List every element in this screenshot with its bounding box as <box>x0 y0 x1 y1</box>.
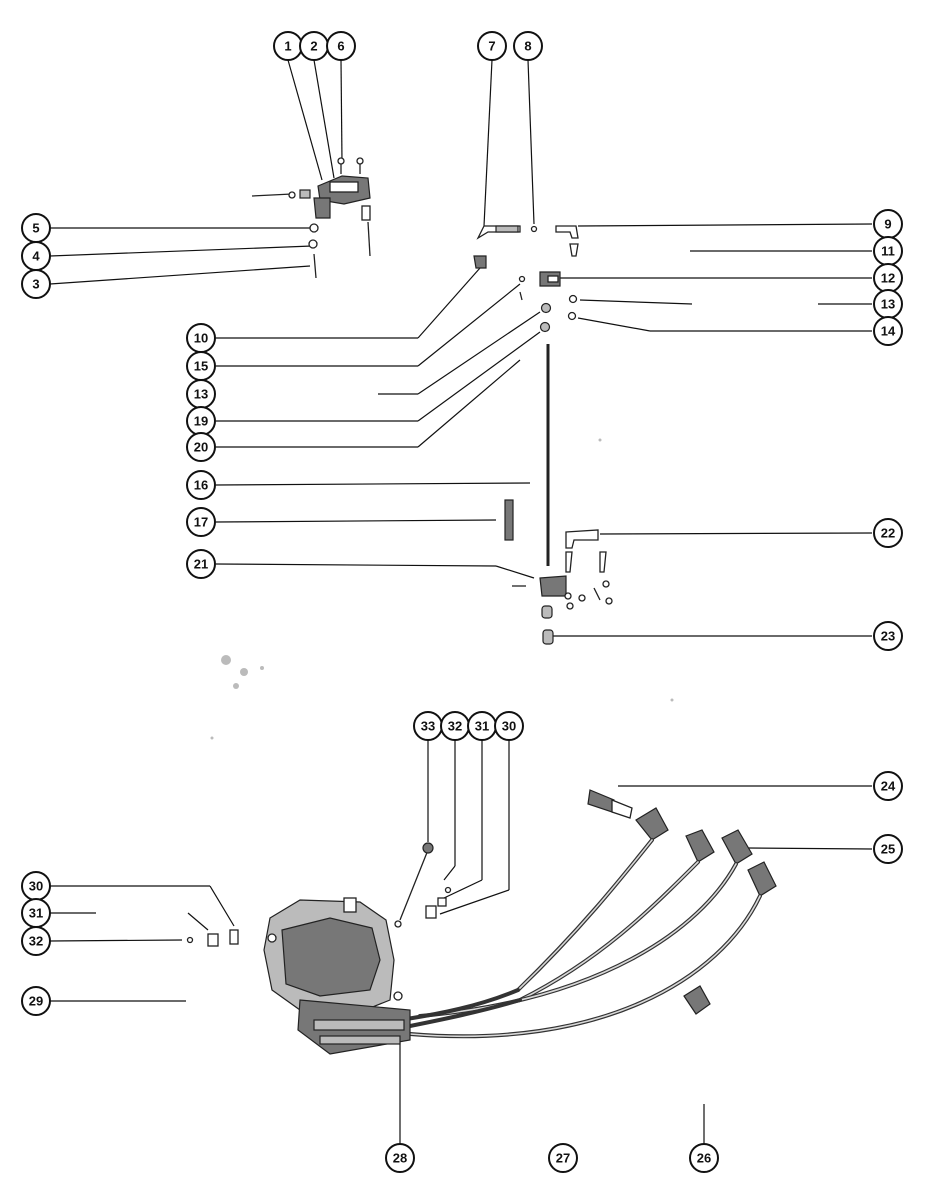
callout-14: 14 <box>873 316 903 346</box>
callout-24-label: 24 <box>881 779 896 794</box>
callout-6: 6 <box>326 31 356 61</box>
callout-11-label: 11 <box>881 244 895 259</box>
callout-33: 33 <box>413 711 443 741</box>
callout-29: 29 <box>21 986 51 1016</box>
callout-11: 11 <box>873 236 903 266</box>
callout-16: 16 <box>186 470 216 500</box>
callout-9: 9 <box>873 209 903 239</box>
callout-32-top: 32 <box>440 711 470 741</box>
callout-20-label: 20 <box>194 440 208 455</box>
callout-5-label: 5 <box>32 221 39 236</box>
callout-22: 22 <box>873 518 903 548</box>
callout-13-right: 13 <box>873 289 903 319</box>
callout-9-label: 9 <box>884 217 891 232</box>
callout-21: 21 <box>186 549 216 579</box>
callout-1: 1 <box>273 31 303 61</box>
callout-25-label: 25 <box>881 842 895 857</box>
callout-8: 8 <box>513 31 543 61</box>
callout-10: 10 <box>186 323 216 353</box>
ignition-wire-group <box>186 789 777 1055</box>
callout-27-label: 27 <box>556 1151 570 1166</box>
callout-29-label: 29 <box>29 994 43 1009</box>
callout-4-label: 4 <box>32 249 40 264</box>
callout-3-label: 3 <box>32 277 39 292</box>
bracket-assembly <box>251 157 371 279</box>
callout-20: 20 <box>186 432 216 462</box>
callout-3: 3 <box>21 269 51 299</box>
callout-1-label: 1 <box>284 39 291 54</box>
callout-31-top-label: 31 <box>475 719 489 734</box>
callout-7-label: 7 <box>488 39 495 54</box>
callout-26-label: 26 <box>697 1151 711 1166</box>
callout-16-label: 16 <box>194 478 208 493</box>
callout-31-left-label: 31 <box>29 906 43 921</box>
callout-5: 5 <box>21 213 51 243</box>
callout-28-label: 28 <box>393 1151 407 1166</box>
callout-23: 23 <box>873 621 903 651</box>
callout-2-label: 2 <box>310 39 317 54</box>
callout-15: 15 <box>186 351 216 381</box>
callout-15-label: 15 <box>194 359 208 374</box>
callout-14-label: 14 <box>881 324 896 339</box>
callout-17-label: 17 <box>194 515 208 530</box>
callout-31-top: 31 <box>467 711 497 741</box>
callout-12: 12 <box>873 263 903 293</box>
callout-26: 26 <box>689 1143 719 1173</box>
callout-32-top-label: 32 <box>448 719 462 734</box>
callout-19-label: 19 <box>194 414 208 429</box>
callout-13-right-label: 13 <box>881 297 895 312</box>
callout-32-left-label: 32 <box>29 934 43 949</box>
callout-13-left: 13 <box>186 379 216 409</box>
callout-10-label: 10 <box>194 331 208 346</box>
callout-25: 25 <box>873 834 903 864</box>
callout-17: 17 <box>186 507 216 537</box>
callout-19: 19 <box>186 406 216 436</box>
callout-24: 24 <box>873 771 903 801</box>
callout-30-left-label: 30 <box>29 879 43 894</box>
callout-13-left-label: 13 <box>194 387 208 402</box>
callout-bubbles: 1 2 6 7 8 5 4 3 9 11 12 13 14 10 15 13 1… <box>21 31 903 1173</box>
callout-4: 4 <box>21 241 51 271</box>
callout-6-label: 6 <box>337 39 344 54</box>
callout-28: 28 <box>385 1143 415 1173</box>
callout-32-left: 32 <box>21 926 51 956</box>
leader-lines <box>49 59 873 1144</box>
callout-30-top: 30 <box>494 711 524 741</box>
callout-31-left: 31 <box>21 898 51 928</box>
callout-33-label: 33 <box>421 719 435 734</box>
callout-23-label: 23 <box>881 629 895 644</box>
callout-12-label: 12 <box>881 271 895 286</box>
throttle-linkage <box>473 225 613 645</box>
callout-21-label: 21 <box>194 557 208 572</box>
callout-27: 27 <box>548 1143 578 1173</box>
callout-2: 2 <box>299 31 329 61</box>
callout-7: 7 <box>477 31 507 61</box>
callout-22-label: 22 <box>881 526 895 541</box>
stray-marks <box>210 438 674 740</box>
callout-8-label: 8 <box>524 39 531 54</box>
callout-30-left: 30 <box>21 871 51 901</box>
callout-30-top-label: 30 <box>502 719 516 734</box>
